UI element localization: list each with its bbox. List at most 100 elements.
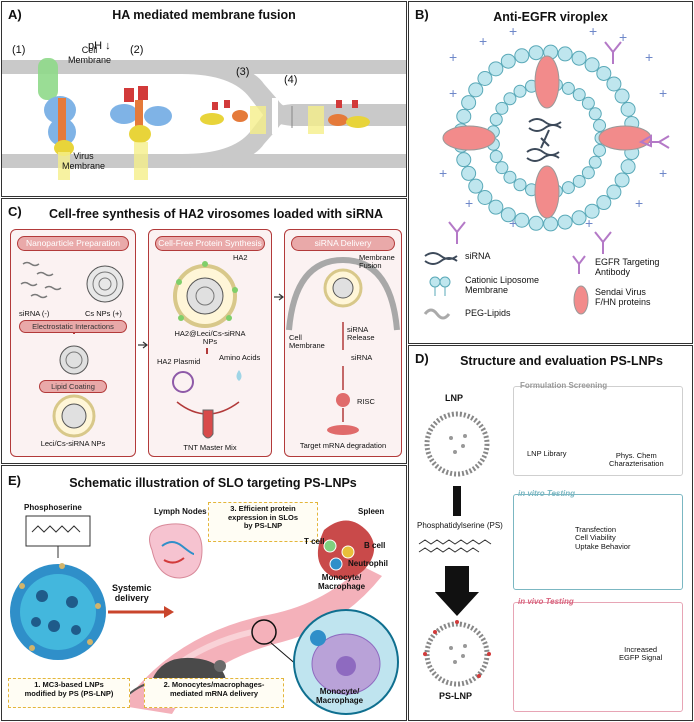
liposome-bead [581,166,595,180]
legend-egfr-icon [572,255,586,274]
cell-free-synthesis-box: Cell-Free Protein Synthesis HA2 HA2@Leci… [148,229,272,457]
viroplex-diagram: ++++++++++++++ [423,23,670,320]
sendai-protein-right [598,125,652,151]
in-vivo-box: in vivo Testing [513,597,683,712]
cell-membrane-c-label: Cell Membrane [289,333,325,351]
liposome-bead [561,181,575,195]
panel-d-label: D) [415,351,429,366]
nanoparticle-preparation-box: Nanoparticle Preparation siRNA (-) Cs NP… [10,229,136,457]
electrostatic-label: Electrostatic Interactions [19,320,127,333]
formulation-screening-box: Formulation Screening [513,381,683,476]
plasmid-label: HA2 Plasmid [157,357,201,366]
liposome-bead [488,61,504,77]
liposome-bead [614,88,630,104]
ha2-protein-dots [176,261,238,321]
leci-np-label: Leci/Cs-siRNA NPs [40,439,106,448]
liposome-bead [557,46,573,62]
plus-sign: + [659,85,667,101]
ha-protein-3 [200,100,266,134]
plus-sign: + [449,49,457,65]
slo-targeting-diagram [10,515,399,715]
liposome-bead [461,95,477,111]
panel-c-label: C) [8,204,22,219]
liposome-bead [572,174,586,188]
ha2-nps-label: HA2@Leci/Cs-siRNA NPs [174,329,246,347]
liposome-bead [489,113,503,127]
ph-label: pH ↓ [88,40,111,52]
liposome-bead [588,107,602,121]
step-4-label: (4) [284,74,298,86]
liposome-bead [614,172,630,188]
sirna-cluster [526,118,562,162]
liposome-bead [514,48,530,64]
panel-e: E) Schematic illustration of SLO targeti… [1,465,407,721]
ha-protein-2 [110,86,172,180]
liposome-bead [488,199,504,215]
liposome-bead [571,210,587,226]
b-cell-label: B cell [364,541,386,550]
liposome-bead [596,65,612,81]
legend-cationic-icon [429,276,451,296]
spleen-label: Spleen [358,507,385,516]
legend-cationic: Cationic Liposome Membrane [465,275,540,295]
sirna-delivery-header: siRNA Delivery [291,236,395,251]
physchem-label: Phys. Chem Charazterisation [609,451,664,469]
receptor-shape [38,58,58,100]
panel-e-title: Schematic illustration of SLO targeting … [69,476,357,490]
sirna-delivery-box: siRNA Delivery Membrane Fusion Cell Memb… [284,229,402,457]
liposome-bead [513,178,527,192]
liposome-bead [584,57,600,73]
liposome-bead [561,81,575,95]
legend-peg-icon [423,308,451,320]
liposome-bead [489,149,503,163]
sirna-neg-label: siRNA (-) [19,309,50,318]
liposome-bead [606,76,622,92]
plus-sign: + [619,29,627,45]
monocyte-circle-label: Monocyte/ Macrophage [316,687,364,705]
systemic-delivery-label: Systemic delivery [112,583,152,603]
ps-chain [418,539,492,545]
liposome-bead [461,165,477,181]
plus-sign: + [589,23,597,39]
monocyte-mac-label: Monocyte/ Macrophage [318,573,366,591]
amino-acids-label: Amino Acids [219,353,261,362]
ps-lnp-icon [423,620,491,687]
tnt-tube-icon [202,409,214,439]
egfr-antibodies [448,41,670,254]
liposome-bead [495,161,509,175]
step-3-label: (3) [236,66,250,78]
membrane-fusion-label: Membrane Fusion [359,253,395,271]
lipid-coating-label: Lipid Coating [39,380,107,393]
tnt-label: TNT Master Mix [183,443,237,452]
liposome-bead [503,170,517,184]
liposome-bead [593,143,607,157]
plus-sign: + [439,165,447,181]
b-cell [341,545,355,559]
liposome-bead [593,119,607,133]
complex-np-icon [59,345,89,375]
liposome-bead [596,195,612,211]
panel-c-title: Cell-free synthesis of HA2 virosomes loa… [48,207,384,221]
step-1-label: (1) [12,44,26,56]
liposome-bead [528,215,544,231]
step-2-label: (2) [130,44,144,56]
sendai-protein-left [442,125,496,151]
legend-egfr: EGFR Targeting Antibody [595,257,660,277]
cs-nps-label: Cs NPs (+) [85,309,122,318]
panel-a: A) HA mediated membrane fusion [1,1,407,197]
liposome-bead [500,207,516,223]
cell-free-synthesis-header: Cell-Free Protein Synthesis [155,236,265,251]
ha-protein-1 [44,96,76,180]
formulation-heading: Formulation Screening [520,381,608,390]
mrna-degradation-icon [327,425,359,435]
legend-peg: PEG-Lipids [465,308,511,318]
liposome-bead [620,101,636,117]
liposome-bead [477,190,493,206]
virus-membrane-label: Virus Membrane [62,151,106,171]
liposome-bead [495,101,509,115]
sendai-protein-top [534,55,560,109]
liposome-bead [572,88,586,102]
sirna-strands [20,261,62,299]
neutrophil [329,557,343,571]
neutrophil-label: Neutrophil [348,559,388,568]
